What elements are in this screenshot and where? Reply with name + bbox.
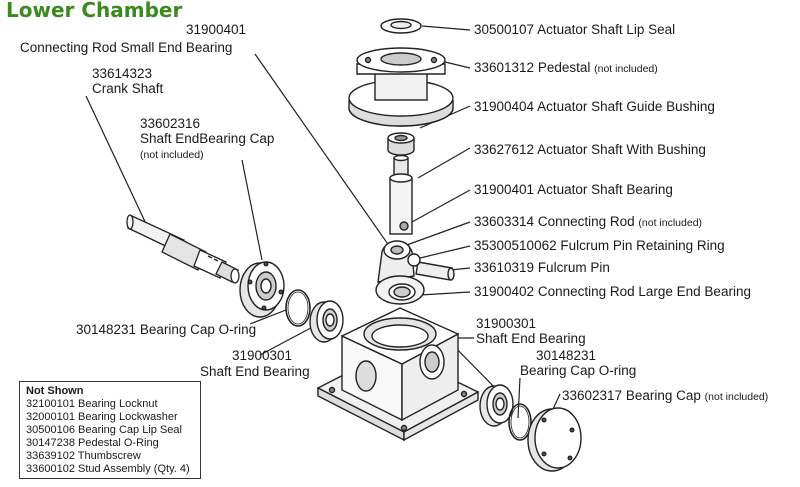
label-shaft-end-right-number: 31900301 bbox=[476, 316, 537, 331]
leader-lip-seal bbox=[421, 25, 471, 31]
label-cap-number: 33602316 bbox=[140, 116, 201, 131]
label-cap-note: (not included) bbox=[140, 149, 204, 161]
guide-bushing-part bbox=[387, 132, 415, 156]
housing-part bbox=[316, 307, 480, 442]
shaft-end-bearing-cap-part bbox=[239, 261, 285, 318]
label-shaft-end-right-name: Shaft End Bearing bbox=[476, 331, 586, 346]
label-shaft-end-left-name: Shaft End Bearing bbox=[200, 364, 310, 379]
leader-oring-right bbox=[517, 377, 521, 419]
label-oring-right-number: 30148231 bbox=[536, 348, 597, 363]
label-guide-bushing: 31900404 Actuator Shaft Guide Bushing bbox=[474, 99, 715, 114]
page-title: Lower Chamber bbox=[6, 0, 183, 22]
not-shown-item: 33639102 Thumbscrew bbox=[26, 450, 141, 462]
label-shaft-end-left-number: 31900301 bbox=[232, 348, 293, 363]
leader-oring-left bbox=[249, 309, 287, 325]
label-shaft-with-bushing: 33627612 Actuator Shaft With Bushing bbox=[474, 142, 706, 157]
pedestal-part bbox=[348, 47, 454, 127]
label-crank-number: 33614323 bbox=[92, 66, 153, 81]
not-shown-item: 32000101 Bearing Lockwasher bbox=[26, 411, 178, 423]
leader-crank bbox=[85, 95, 149, 229]
label-pedestal: 33601312 Pedestal (not included) bbox=[474, 60, 658, 77]
connecting-rod-part bbox=[375, 240, 425, 305]
fulcrum-pin-part bbox=[407, 253, 455, 281]
label-lip-seal: 30500107 Actuator Shaft Lip Seal bbox=[474, 22, 676, 37]
lip-seal-part bbox=[380, 18, 422, 34]
label-actuator-bearing: 31900401 Actuator Shaft Bearing bbox=[474, 182, 673, 197]
label-small-end-number: 31900401 bbox=[186, 22, 247, 37]
label-cap-name: Shaft EndBearing Cap bbox=[140, 131, 275, 146]
leader-pedestal bbox=[444, 61, 471, 69]
o-ring-left-part bbox=[285, 289, 311, 327]
not-shown-heading: Not Shown bbox=[26, 385, 84, 397]
label-pedestal-text: 33601312 Pedestal bbox=[474, 60, 591, 75]
not-shown-box: Not Shown 32100101 Bearing Locknut 32000… bbox=[19, 381, 201, 479]
not-shown-item: 32100101 Bearing Locknut bbox=[26, 398, 158, 410]
label-pedestal-note: (not included) bbox=[594, 63, 658, 75]
label-connecting-rod: 33603314 Connecting Rod (not included) bbox=[474, 214, 702, 231]
leader-retaining-ring bbox=[419, 245, 471, 259]
o-ring-right-part bbox=[508, 403, 532, 441]
leader-large-end bbox=[419, 291, 471, 296]
not-shown-item: 30147238 Pedestal O-Ring bbox=[26, 437, 159, 449]
bearing-cap-right-part bbox=[527, 407, 582, 472]
leader-shaft-bushing bbox=[417, 147, 471, 179]
label-large-end-bearing: 31900402 Connecting Rod Large End Bearin… bbox=[474, 284, 751, 299]
label-oring-left: 30148231 Bearing Cap O-ring bbox=[76, 322, 257, 337]
label-fulcrum-pin: 33610319 Fulcrum Pin bbox=[474, 260, 610, 275]
label-bearing-cap: 33602317 Bearing Cap (not included) bbox=[562, 388, 768, 405]
crank-shaft-part bbox=[126, 214, 240, 284]
leader-connecting-rod bbox=[403, 221, 471, 247]
not-shown-item: 33600102 Stud Assembly (Qty. 4) bbox=[26, 463, 190, 475]
label-connecting-rod-text: 33603314 Connecting Rod bbox=[474, 214, 635, 229]
label-bearing-cap-text: 33602317 Bearing Cap bbox=[562, 388, 701, 403]
not-shown-item: 30500106 Bearing Cap Lip Seal bbox=[26, 424, 182, 436]
label-small-end-name: Connecting Rod Small End Bearing bbox=[20, 40, 233, 55]
actuator-shaft-part bbox=[389, 154, 413, 235]
label-crank-name: Crank Shaft bbox=[92, 81, 164, 96]
label-retaining-ring: 35300510062 Fulcrum Pin Retaining Ring bbox=[474, 238, 725, 253]
label-bearing-cap-note: (not included) bbox=[704, 391, 769, 403]
label-oring-right-name: Bearing Cap O-ring bbox=[520, 363, 637, 378]
label-connecting-rod-note: (not included) bbox=[638, 217, 703, 229]
shaft-end-bearing-left-part bbox=[309, 300, 344, 343]
leader-cap bbox=[241, 159, 263, 261]
leader-actuator-bearing bbox=[411, 189, 471, 223]
shaft-end-bearing-right-part bbox=[479, 384, 514, 427]
leader-small-end bbox=[254, 53, 393, 251]
